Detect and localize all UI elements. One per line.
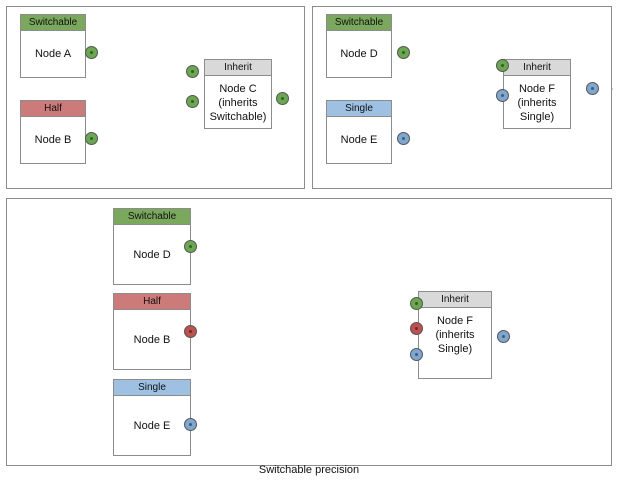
node-b[interactable]: Half Node B [20, 100, 86, 164]
node-c-label-line1: Node C [219, 83, 257, 95]
node-f2-input-port-2[interactable] [410, 322, 423, 335]
node-c-input-port-2[interactable] [186, 95, 199, 108]
node-e2-output-port[interactable] [184, 418, 197, 431]
node-c-label: Node C (inherits Switchable) [205, 76, 271, 128]
node-e2[interactable]: Single Node E [113, 379, 191, 456]
node-e2-header: Single [114, 380, 190, 396]
node-f2-label: Node F (inherits Single) [419, 308, 491, 378]
node-d-output-port[interactable] [397, 46, 410, 59]
node-b-output-port[interactable] [85, 132, 98, 145]
node-e[interactable]: Single Node E [326, 100, 392, 164]
node-a-output-port[interactable] [85, 46, 98, 59]
node-b-label: Node B [34, 134, 72, 146]
node-f-output-port[interactable] [586, 82, 599, 95]
node-f2-label-line1: Node F [436, 315, 474, 327]
node-b-header: Half [21, 101, 85, 117]
node-c-label-line2: (inherits [218, 97, 258, 109]
node-d[interactable]: Switchable Node D [326, 14, 392, 78]
node-c-label-line3: Switchable) [209, 111, 267, 123]
node-f-header: Inherit [504, 60, 570, 76]
node-c-output-port[interactable] [276, 92, 289, 105]
node-c-input-port-1[interactable] [186, 65, 199, 78]
node-f2-input-port-1[interactable] [410, 297, 423, 310]
node-a-header: Switchable [21, 15, 85, 31]
node-e-output-port[interactable] [397, 132, 410, 145]
node-f-label-line3: Single) [519, 111, 555, 123]
node-f-input-port-2[interactable] [496, 89, 509, 102]
node-f2-output-port[interactable] [497, 330, 510, 343]
node-e-label: Node E [340, 134, 378, 146]
node-a[interactable]: Switchable Node A [20, 14, 86, 78]
node-f-input-port-1[interactable] [496, 59, 509, 72]
node-f2[interactable]: Inherit Node F (inherits Single) [418, 291, 492, 379]
node-d2-header: Switchable [114, 209, 190, 225]
node-d-label: Node D [340, 48, 378, 60]
node-d2[interactable]: Switchable Node D [113, 208, 191, 285]
node-d2-label: Node D [133, 248, 171, 261]
node-f2-header: Inherit [419, 292, 491, 308]
node-d-header: Switchable [327, 15, 391, 31]
node-f2-input-port-3[interactable] [410, 348, 423, 361]
panel-1: Switchable Node A Half Node B Inherit No… [6, 6, 305, 189]
node-e2-label: Node E [133, 419, 171, 432]
panel-3: Switchable Node D Half Node B Single Nod… [6, 198, 612, 466]
node-d2-output-port[interactable] [184, 240, 197, 253]
node-b2-label: Node B [133, 333, 171, 346]
node-f2-label-line3: Single) [437, 343, 473, 355]
node-b2[interactable]: Half Node B [113, 293, 191, 370]
node-f-label-line1: Node F [518, 83, 556, 95]
node-f-label-line2: (inherits [517, 97, 557, 109]
node-f[interactable]: Inherit Node F (inherits Single) [503, 59, 571, 129]
node-c-header: Inherit [205, 60, 271, 76]
node-a-label: Node A [34, 48, 72, 60]
node-e-header: Single [327, 101, 391, 117]
node-b2-header: Half [114, 294, 190, 310]
node-f-label: Node F (inherits Single) [504, 76, 570, 128]
panel-2: Switchable Node D Single Node E Inherit … [312, 6, 612, 189]
diagram-caption: Switchable precision [258, 464, 360, 476]
node-c[interactable]: Inherit Node C (inherits Switchable) [204, 59, 272, 129]
node-b2-output-port[interactable] [184, 325, 197, 338]
node-f2-label-line2: (inherits [435, 329, 475, 341]
